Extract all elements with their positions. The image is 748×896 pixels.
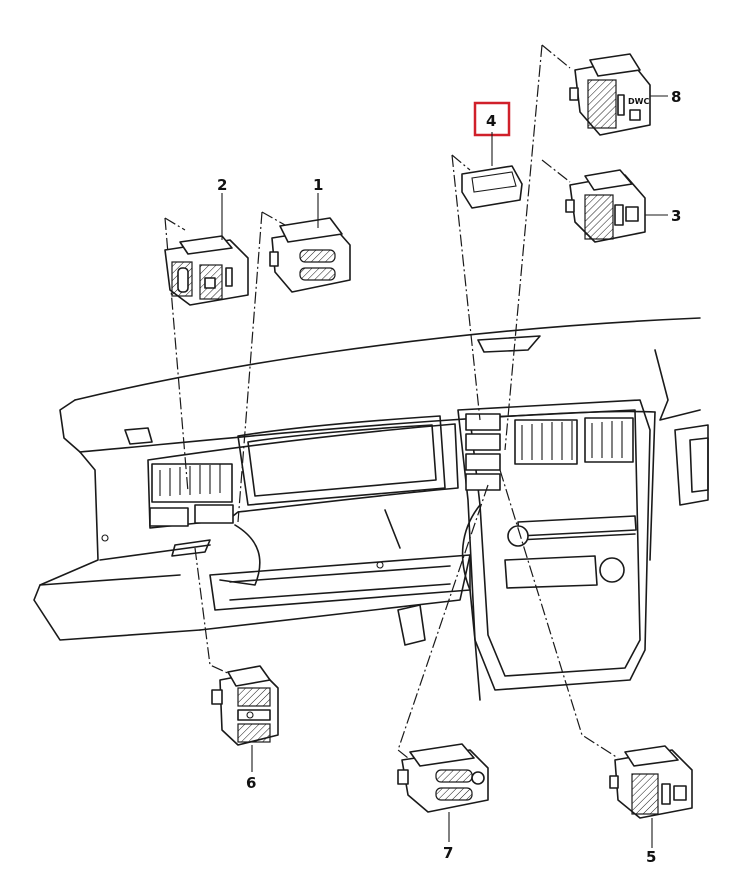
callout-number: 3 bbox=[671, 207, 681, 225]
callout-1: 1 bbox=[313, 176, 323, 228]
callout-number: 2 bbox=[217, 176, 227, 194]
part-2-switch[interactable] bbox=[164, 235, 249, 306]
seat-heater-icon bbox=[629, 109, 641, 121]
dashboard bbox=[33, 317, 709, 701]
center-console bbox=[457, 399, 651, 691]
left-switch-slot-b bbox=[194, 504, 234, 524]
callout-8: 8 bbox=[650, 88, 681, 106]
callout-number: 4 bbox=[486, 112, 496, 130]
left-air-vent bbox=[151, 463, 233, 503]
callout-number: 1 bbox=[313, 176, 323, 194]
callout-number: 6 bbox=[246, 774, 256, 792]
part-7-switch[interactable] bbox=[397, 743, 489, 813]
callout-7: 7 bbox=[443, 812, 453, 862]
part-4-blanking-cover[interactable] bbox=[461, 165, 523, 209]
part-8-marking: DWC bbox=[628, 97, 649, 106]
callout-5: 5 bbox=[646, 818, 656, 866]
callout-number: 8 bbox=[671, 88, 681, 106]
dash-switch-slot-6 bbox=[171, 539, 211, 557]
part-6-switch[interactable] bbox=[211, 665, 279, 746]
callout-number: 5 bbox=[646, 848, 656, 866]
part-1-switch[interactable] bbox=[269, 217, 351, 293]
callout-number: 7 bbox=[443, 844, 453, 862]
callout-6: 6 bbox=[246, 745, 256, 792]
callout-4[interactable]: 4 bbox=[473, 101, 511, 166]
leader-lines bbox=[164, 44, 619, 759]
part-8-switch[interactable]: DWC bbox=[569, 53, 651, 136]
left-switch-slot-a bbox=[149, 507, 189, 527]
defrost-icon bbox=[471, 771, 485, 785]
callout-3: 3 bbox=[645, 207, 681, 225]
fog-light-icon bbox=[204, 277, 216, 289]
part-5-switch[interactable] bbox=[609, 745, 693, 819]
part-3-switch[interactable] bbox=[565, 169, 646, 243]
callout-2: 2 bbox=[217, 176, 227, 240]
